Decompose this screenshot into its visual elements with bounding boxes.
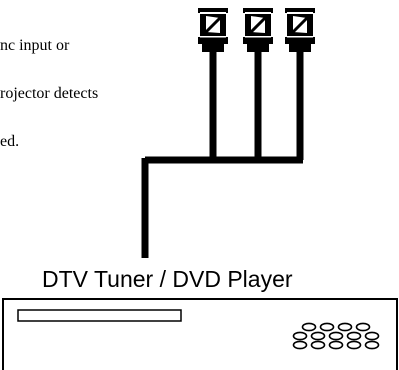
instruction-text: nc input or rojector detects ed. bbox=[0, 6, 170, 182]
panel-button bbox=[310, 340, 326, 350]
panel-button bbox=[328, 331, 344, 341]
panel-button bbox=[319, 322, 335, 332]
instruction-line: nc input or bbox=[0, 37, 70, 54]
device-outline bbox=[2, 298, 398, 370]
instruction-line: ed. bbox=[0, 133, 20, 150]
panel-button bbox=[328, 340, 344, 350]
cable-bundle bbox=[141, 50, 304, 258]
panel-button bbox=[364, 331, 380, 341]
instruction-line: rojector detects bbox=[0, 85, 99, 102]
panel-button bbox=[310, 331, 326, 341]
panel-button bbox=[292, 331, 308, 341]
panel-button bbox=[301, 322, 317, 332]
device-label: DTV Tuner / DVD Player bbox=[42, 266, 293, 292]
bnc-connector-icon bbox=[285, 8, 315, 52]
panel-button bbox=[337, 322, 353, 332]
panel-button bbox=[364, 340, 380, 350]
disc-slot bbox=[17, 309, 182, 322]
bnc-connector-icon bbox=[243, 8, 273, 52]
panel-button bbox=[346, 331, 362, 341]
button-grid bbox=[292, 322, 380, 350]
bnc-connector-icon bbox=[198, 8, 228, 52]
dvd-player-icon bbox=[2, 298, 398, 370]
panel-button bbox=[346, 340, 362, 350]
panel-button bbox=[355, 322, 371, 332]
panel-button bbox=[292, 340, 308, 350]
